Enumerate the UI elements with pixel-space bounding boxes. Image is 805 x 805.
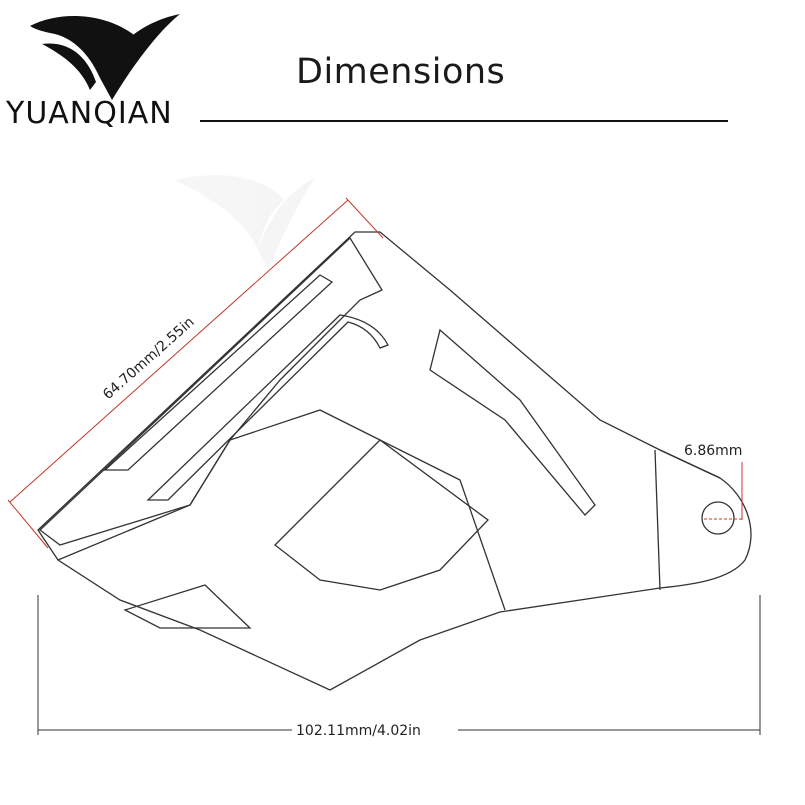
hole-diameter-label: 6.86mm [684,443,742,459]
brake-reservoir-cover-drawing [37,231,752,691]
watermark-logo-icon [175,175,315,270]
hole-callout [704,462,743,520]
brand-name: YUANQIAN [6,96,173,131]
total-width-label: 102.11mm/4.02in [296,723,421,739]
width-dimension-line [37,595,761,735]
page-title: Dimensions [296,52,506,92]
title-underline [200,120,728,122]
yuanqian-logo-icon [30,14,180,100]
edge-length-label: 64.70mm/2.55in [100,314,197,403]
edge-dimension-line [7,197,384,549]
mounting-hole [701,501,735,535]
